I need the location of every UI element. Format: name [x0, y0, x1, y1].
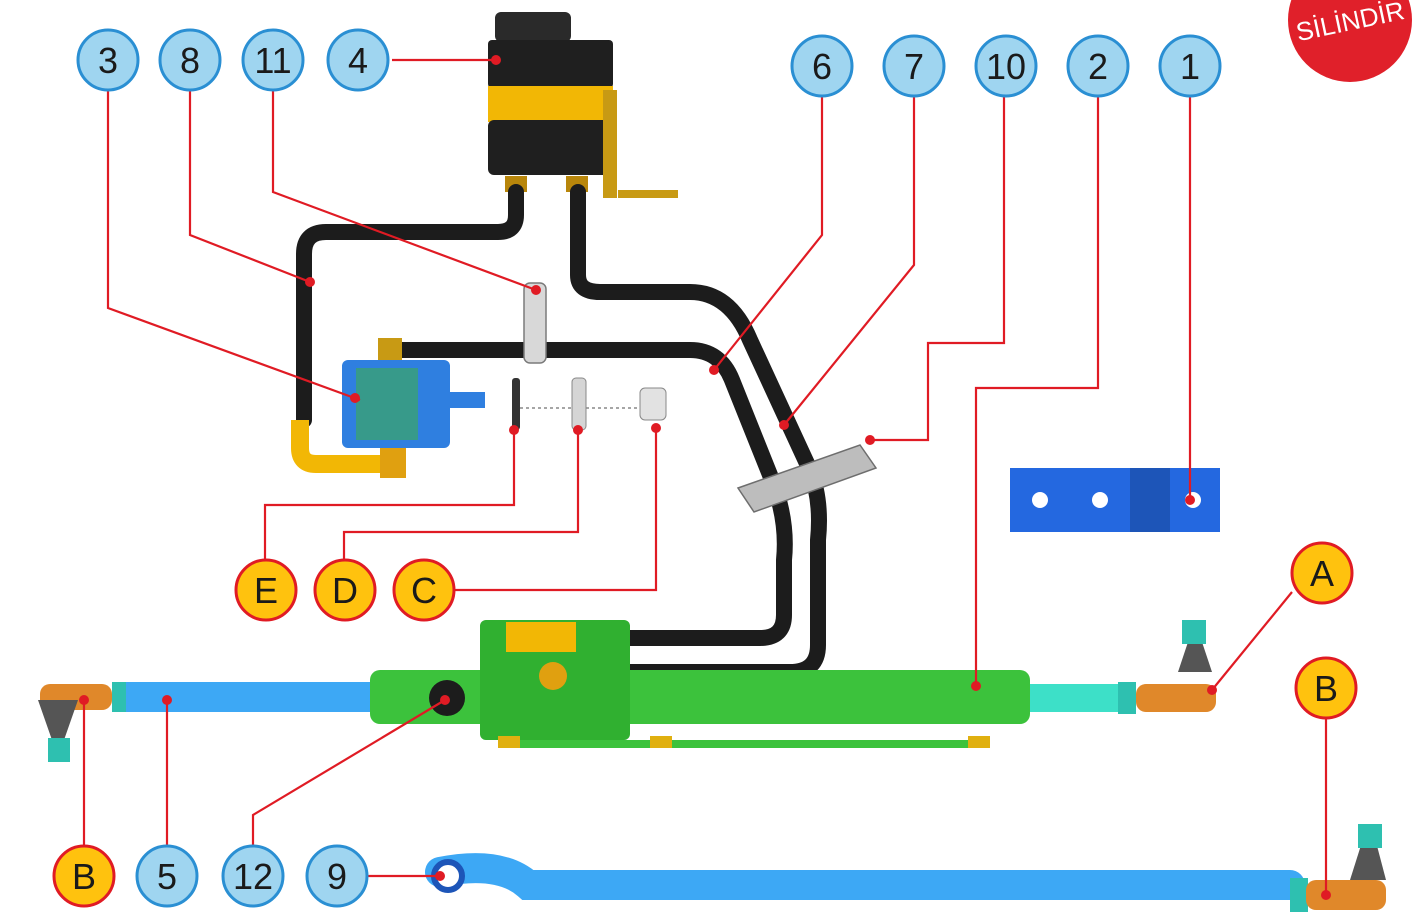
- svg-text:7: 7: [904, 46, 924, 87]
- svg-text:5: 5: [157, 856, 177, 897]
- callout-C: C: [392, 558, 456, 622]
- callout-3: 3: [76, 28, 140, 92]
- callout-6: 6: [790, 34, 854, 98]
- svg-text:9: 9: [327, 856, 347, 897]
- callout-5: 5: [135, 844, 199, 908]
- callout-8: 8: [158, 28, 222, 92]
- svg-text:D: D: [332, 570, 358, 611]
- pump: [291, 338, 485, 478]
- svg-text:2: 2: [1088, 46, 1108, 87]
- leader-lines: [79, 55, 1331, 900]
- svg-text:4: 4: [348, 40, 368, 81]
- svg-text:11: 11: [254, 40, 291, 81]
- callout-9: 9: [305, 844, 369, 908]
- svg-text:3: 3: [98, 40, 118, 81]
- callout-E: E: [234, 558, 298, 622]
- hose-bracket-10: [736, 444, 878, 513]
- hose-clamp-11: [523, 282, 547, 364]
- svg-text:B: B: [72, 856, 96, 897]
- callout-B-left: B: [52, 844, 116, 908]
- hose-7: [570, 184, 827, 680]
- pulley-parts: [512, 377, 667, 431]
- callout-12: 12: [221, 844, 285, 908]
- callout-4: 4: [326, 28, 390, 92]
- hose-8: [296, 184, 524, 428]
- svg-text:1: 1: [1180, 46, 1200, 87]
- silindir-badge: SİLİNDİR: [1288, 0, 1412, 82]
- svg-text:B: B: [1314, 668, 1338, 709]
- svg-text:10: 10: [986, 46, 1026, 87]
- callout-2: 2: [1066, 34, 1130, 98]
- svg-text:A: A: [1310, 553, 1334, 594]
- reservoir: [488, 12, 678, 198]
- cylinder-assembly: [38, 620, 1216, 762]
- hose-6: [380, 342, 793, 646]
- callout-7: 7: [882, 34, 946, 98]
- callout-B-right: B: [1294, 656, 1358, 720]
- svg-text:E: E: [254, 570, 278, 611]
- callout-11: 11: [241, 28, 305, 92]
- svg-text:C: C: [411, 570, 437, 611]
- svg-text:6: 6: [812, 46, 832, 87]
- svg-text:8: 8: [180, 40, 200, 81]
- callout-D: D: [313, 558, 377, 622]
- callout-1: 1: [1158, 34, 1222, 98]
- svg-text:12: 12: [233, 856, 273, 897]
- drag-link: [425, 824, 1386, 912]
- hoses: [296, 184, 827, 680]
- callout-10: 10: [974, 34, 1038, 98]
- callout-A: A: [1290, 541, 1354, 605]
